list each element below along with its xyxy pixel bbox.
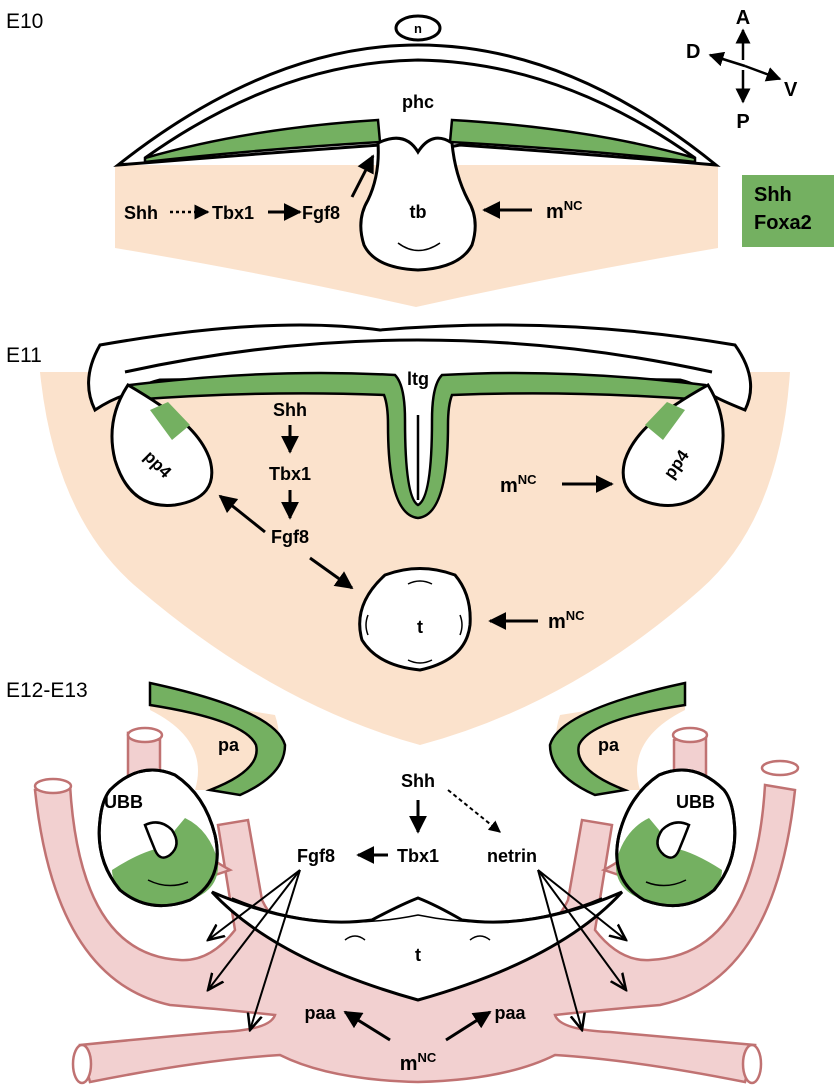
ltg-label: ltg bbox=[407, 369, 429, 389]
axis-v-label: V bbox=[784, 79, 798, 101]
pa-right-label: pa bbox=[598, 735, 620, 755]
e12-shh-label: Shh bbox=[401, 771, 435, 791]
legend-line-shh: Shh bbox=[754, 181, 834, 209]
e11-fgf8-label: Fgf8 bbox=[271, 527, 309, 547]
axis-d-label: D bbox=[686, 41, 700, 63]
e11-shh-label: Shh bbox=[273, 400, 307, 420]
legend-line-foxa2: Foxa2 bbox=[754, 209, 834, 237]
e11-thyroid-label: t bbox=[417, 617, 423, 637]
ubb-right-label: UBB bbox=[676, 792, 715, 812]
axis-dorsal-arrow bbox=[710, 55, 745, 66]
e10-tbx1-label: Tbx1 bbox=[212, 203, 254, 223]
e11-tbx1-label: Tbx1 bbox=[269, 464, 311, 484]
e12-tbx1-label: Tbx1 bbox=[397, 846, 439, 866]
e12-thyroid-label: t bbox=[415, 945, 421, 965]
stage-e12-label: E12-E13 bbox=[6, 679, 88, 702]
stage-e11-label: E11 bbox=[6, 344, 42, 367]
paa-right-label: paa bbox=[494, 1003, 526, 1023]
pa-left-label: pa bbox=[218, 735, 240, 755]
paa-left-label: paa bbox=[304, 1003, 336, 1023]
e12-fgf8-label: Fgf8 bbox=[297, 846, 335, 866]
legend-shh-foxa2: Shh Foxa2 bbox=[742, 175, 834, 247]
e12-shh-to-netrin-dashed-arrow bbox=[448, 790, 500, 832]
pharynx-label: phc bbox=[402, 92, 434, 112]
e10-fgf8-label: Fgf8 bbox=[302, 203, 340, 223]
thyroid-bud-label: tb bbox=[410, 202, 427, 222]
axis-p-label: P bbox=[736, 111, 749, 133]
e12-netrin-label: netrin bbox=[487, 846, 537, 866]
notochord-label: n bbox=[414, 21, 422, 36]
e10-shh-label: Shh bbox=[124, 203, 158, 223]
axis-a-label: A bbox=[736, 7, 750, 29]
axis-ventral-arrow bbox=[745, 66, 780, 79]
ubb-left-label: UBB bbox=[104, 792, 143, 812]
stage-e10-label: E10 bbox=[6, 10, 43, 33]
e11-thyroid bbox=[360, 569, 471, 671]
